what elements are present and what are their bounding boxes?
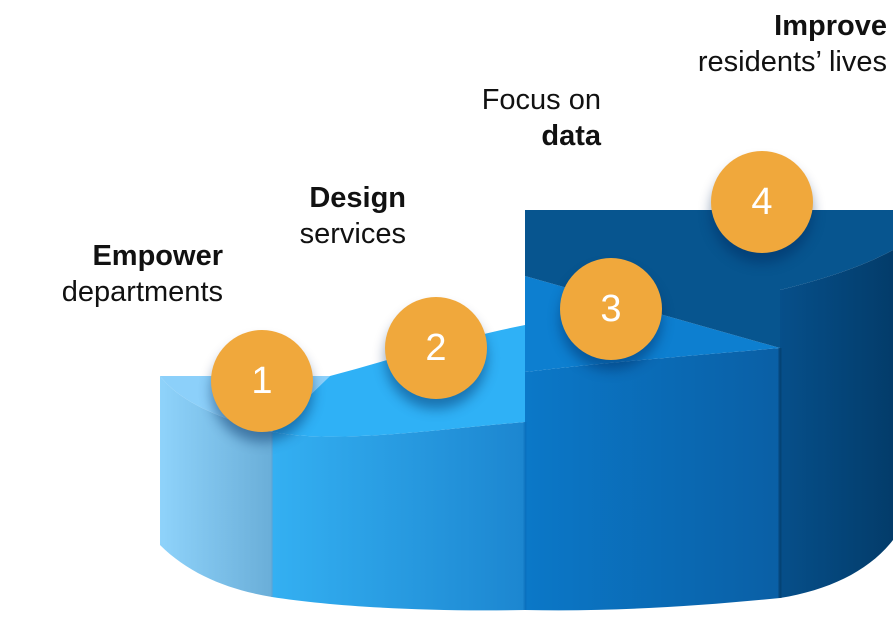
step-4-top — [525, 210, 893, 348]
step-3-label: Focus on data — [482, 82, 601, 154]
step-1-badge: 1 — [211, 330, 313, 432]
step-3-bold-text: data — [541, 120, 601, 152]
step-4-badge: 4 — [711, 151, 813, 253]
step-2-bold-text: Design — [309, 182, 406, 214]
step-3-badge: 3 — [560, 258, 662, 360]
step-3-side — [525, 348, 780, 611]
step-2-label: Design services — [300, 180, 406, 252]
step-4-label: Improve residents’ lives — [698, 8, 887, 80]
step-1-side — [160, 376, 272, 597]
step-2-side — [272, 422, 525, 611]
step-4-bold-text: Improve — [774, 10, 887, 42]
step-2-badge: 2 — [385, 297, 487, 399]
step-2-normal-text: services — [299, 218, 406, 250]
step-1-label: Empower departments — [62, 238, 223, 310]
step-3-normal-text: Focus on — [481, 84, 601, 116]
step-4-normal-text: residents’ lives — [697, 46, 887, 78]
step-1-normal-text: departments — [61, 276, 223, 308]
step-1-bold-text: Empower — [92, 240, 223, 272]
step-4-side — [780, 250, 893, 598]
